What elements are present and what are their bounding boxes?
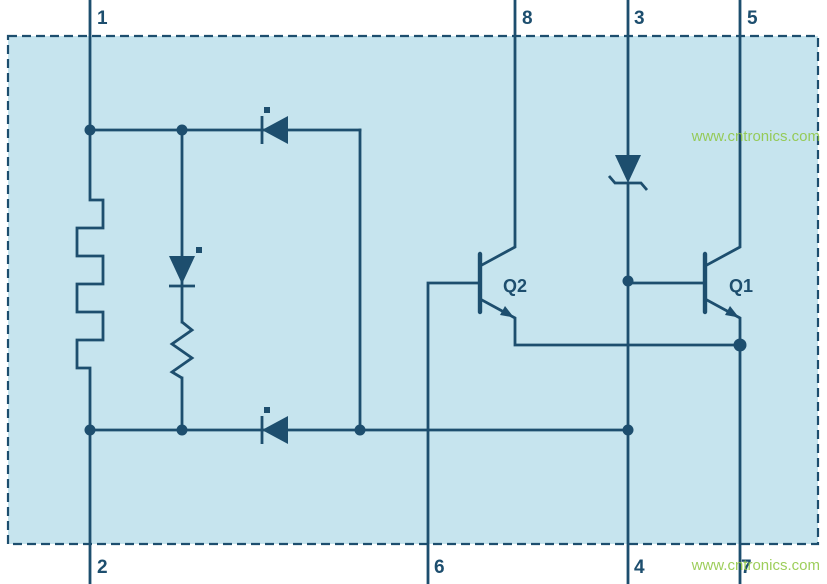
diode-bottom — [260, 407, 288, 444]
pin-label-1: 1 — [97, 8, 108, 29]
pin-label-8: 8 — [522, 8, 533, 29]
junction-dot — [84, 124, 96, 136]
pin-label-7: 7 — [741, 557, 752, 578]
pin-label-3: 3 — [634, 8, 645, 29]
junction-dot — [176, 424, 188, 436]
zener-cathode-bar — [607, 175, 649, 191]
pin6-to-q2-base — [426, 281, 482, 584]
led-dot-mark — [196, 247, 202, 253]
junction-dots — [84, 124, 747, 436]
diode-top-dot-mark — [264, 107, 270, 113]
components — [169, 107, 739, 444]
junction-dot — [622, 275, 634, 287]
pin-label-6: 6 — [434, 557, 445, 578]
junction-dot — [84, 424, 96, 436]
transistor-q1-label: Q1 — [729, 276, 753, 296]
zener-triangle — [615, 155, 641, 183]
junction-dot — [622, 424, 634, 436]
pin-labels: 1 8 3 5 2 6 4 7 — [97, 8, 758, 578]
led-triangle — [169, 256, 195, 284]
junction-dot — [354, 424, 366, 436]
led-diode — [169, 247, 202, 288]
watermark-top: www.cntronics.com — [691, 128, 820, 145]
transistor-q2 — [477, 251, 514, 318]
pin5-to-q1-collector — [703, 0, 742, 268]
watermark-bottom: www.cntronics.com — [691, 557, 820, 574]
transistor-q1 — [702, 251, 739, 318]
q1-emitter-arrow — [725, 306, 739, 318]
zener-diode — [607, 155, 649, 191]
resistor-zigzag — [169, 320, 195, 380]
q1-emitter-to-pin7 — [703, 297, 742, 584]
left-rail-with-meander-resistor — [75, 0, 105, 584]
pin-label-5: 5 — [747, 8, 758, 29]
pin-label-4: 4 — [634, 557, 645, 578]
diode-top — [260, 107, 288, 144]
diode-bottom-dot-mark — [264, 407, 270, 413]
pin8-to-q2-collector — [478, 0, 517, 268]
junction-dot — [176, 124, 188, 136]
diode-bottom-triangle — [262, 416, 288, 444]
diode-top-triangle — [262, 116, 288, 144]
pin-label-2: 2 — [97, 557, 108, 578]
package-outline — [6, 34, 820, 546]
transistor-q2-label: Q2 — [503, 276, 527, 296]
junction-dot — [733, 338, 747, 352]
q2-emitter-arrow — [500, 306, 514, 318]
